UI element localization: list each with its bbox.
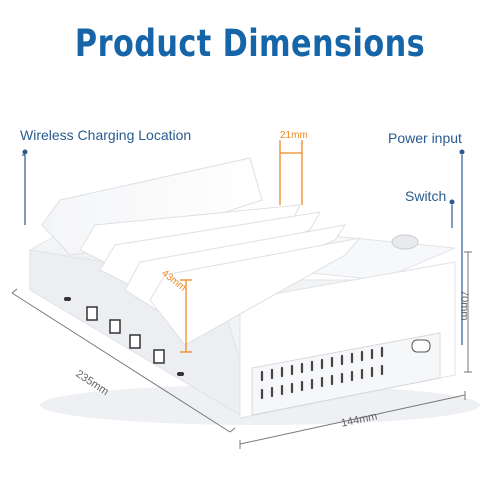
usb-port-1 — [86, 306, 98, 321]
slot-gap-dimension: 21mm — [280, 130, 308, 141]
usbc-port-1 — [64, 297, 71, 301]
vent-panel — [251, 332, 441, 416]
usb-port-3 — [129, 334, 141, 349]
switch-button — [391, 234, 419, 250]
page-title: Product Dimensions — [74, 22, 426, 65]
height-dimension: 70mm — [458, 290, 470, 321]
usb-port-4 — [153, 349, 165, 364]
usbc-port-2 — [177, 372, 184, 376]
switch-label: Switch — [405, 188, 447, 204]
divider-5 — [149, 237, 362, 346]
power-input-port — [411, 339, 431, 353]
wireless-charging-label: Wireless Charging Location — [20, 127, 192, 143]
usb-port-2 — [109, 319, 121, 334]
power-input-label: Power input — [388, 130, 462, 146]
